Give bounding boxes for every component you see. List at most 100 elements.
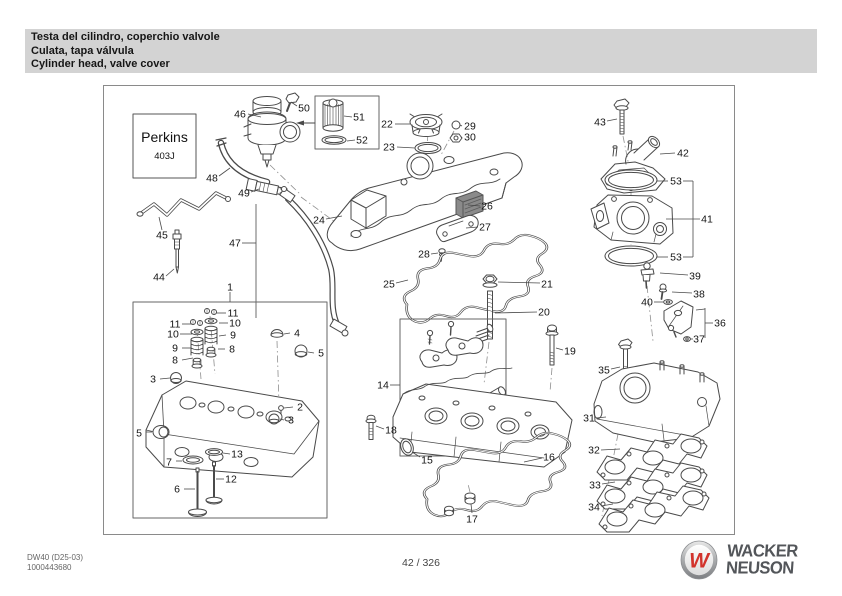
part-bolt-50 bbox=[285, 92, 300, 112]
callout-39: 39 bbox=[689, 271, 701, 283]
callout-leader-3 bbox=[279, 418, 285, 421]
part-plate-27 bbox=[436, 214, 479, 243]
callout-12: 12 bbox=[225, 474, 237, 486]
callout-32: 32 bbox=[588, 445, 600, 457]
part-ball-29 bbox=[451, 120, 461, 130]
wacker-neuson-badge-icon: W bbox=[680, 540, 718, 580]
callout-leader-17 bbox=[470, 503, 473, 514]
document-info: DW40 (D25-03) 1000443680 bbox=[27, 553, 83, 573]
engine-label-box: Perkins 403J bbox=[132, 113, 197, 179]
callout-leader-51 bbox=[343, 115, 353, 118]
callout-leader-27 bbox=[465, 226, 479, 229]
part-cylinder-head-center bbox=[392, 367, 573, 468]
callout-leader-23 bbox=[396, 146, 416, 149]
callout-22: 22 bbox=[381, 119, 393, 131]
callout-leader-33 bbox=[601, 481, 616, 485]
callout-leader-16 bbox=[523, 457, 543, 463]
part-breather-46 bbox=[243, 96, 301, 168]
callout-43: 43 bbox=[594, 117, 606, 129]
callout-53: 53 bbox=[670, 252, 682, 264]
assembly-axis-line-13 bbox=[276, 340, 280, 405]
callout-7: 7 bbox=[166, 457, 172, 469]
inset-arrowhead-icon bbox=[296, 120, 304, 126]
callout-27: 27 bbox=[479, 222, 491, 234]
part-collets-11 bbox=[190, 308, 217, 326]
callout-42: 42 bbox=[677, 148, 689, 160]
callout-leader-18 bbox=[375, 425, 385, 430]
callout-10: 10 bbox=[229, 318, 241, 330]
diagram-frame: Perkins 403J bbox=[103, 85, 735, 535]
part-plug-5-left bbox=[152, 425, 170, 439]
callout-35: 35 bbox=[598, 365, 610, 377]
callout-1: 1 bbox=[227, 282, 233, 294]
exploded-parts-diagram: Perkins 403J bbox=[132, 92, 726, 533]
svg-text:W: W bbox=[689, 550, 711, 573]
part-oring-15 bbox=[400, 438, 414, 456]
callout-25: 25 bbox=[383, 279, 395, 291]
callout-11: 11 bbox=[228, 308, 239, 320]
callout-leader-8 bbox=[181, 357, 194, 361]
callout-leader-25 bbox=[395, 279, 409, 284]
callout-9: 9 bbox=[172, 343, 178, 355]
part-bolt-38 bbox=[658, 283, 668, 300]
callout-40: 40 bbox=[641, 297, 653, 309]
part-valve-6 bbox=[188, 467, 207, 517]
callout-leader-31 bbox=[595, 416, 607, 419]
title-bar: Testa del cilindro, coperchio valvole Cu… bbox=[25, 29, 817, 73]
assembly-axis-line-11 bbox=[209, 315, 216, 375]
logo-word-1: WACKER bbox=[727, 541, 799, 560]
callout-leader-49 bbox=[250, 188, 260, 193]
callout-leader-9 bbox=[218, 334, 227, 337]
callout-4: 4 bbox=[294, 328, 300, 340]
part-bolt-2 bbox=[278, 405, 284, 414]
callout-37: 37 bbox=[693, 334, 705, 346]
callout-leader-26 bbox=[467, 204, 481, 207]
assembly-axis-line-0 bbox=[269, 164, 301, 195]
engine-brand: Perkins bbox=[141, 129, 188, 145]
part-foam-26 bbox=[455, 190, 484, 219]
part-nut-21 bbox=[482, 274, 498, 288]
part-seat-7 bbox=[182, 455, 204, 465]
assembly-axis-line-9 bbox=[549, 367, 553, 393]
engine-model: 403J bbox=[154, 151, 175, 162]
part-oring-53-top bbox=[604, 169, 658, 191]
part-filter-51 bbox=[322, 98, 344, 132]
callout-47: 47 bbox=[229, 238, 241, 250]
callout-30: 30 bbox=[464, 132, 476, 144]
part-oil-cap-22 bbox=[409, 113, 443, 137]
callout-leader-39 bbox=[659, 272, 689, 276]
callout-leader-4 bbox=[283, 332, 291, 335]
logo-word-2: NEUSON bbox=[726, 558, 795, 577]
callout-leader-28 bbox=[430, 252, 439, 255]
callout-31: 31 bbox=[583, 413, 595, 425]
callout-leader-19 bbox=[555, 347, 564, 351]
group-cylinder-head-1 bbox=[132, 301, 328, 519]
callout-17: 17 bbox=[466, 514, 478, 526]
part-bolt-19 bbox=[545, 324, 559, 366]
callout-34: 34 bbox=[588, 502, 600, 514]
callout-5: 5 bbox=[136, 428, 142, 440]
callout-33: 33 bbox=[589, 480, 601, 492]
callout-leader-46 bbox=[247, 113, 262, 118]
callout-leader-29 bbox=[459, 124, 463, 127]
callout-52: 52 bbox=[356, 135, 368, 147]
callout-28: 28 bbox=[418, 249, 430, 261]
part-nut-37 bbox=[683, 336, 691, 342]
part-bolt-43 bbox=[613, 98, 630, 135]
callout-leader-45 bbox=[158, 216, 163, 231]
callout-leader-3 bbox=[159, 377, 171, 380]
callout-45: 45 bbox=[156, 230, 168, 242]
part-nut-30 bbox=[449, 133, 463, 143]
part-tube-47 bbox=[279, 186, 349, 337]
callout-3: 3 bbox=[288, 415, 294, 427]
callout-leader-21 bbox=[497, 281, 541, 284]
callout-11: 11 bbox=[170, 319, 181, 331]
part-cup-plug-4 bbox=[270, 329, 284, 338]
callout-14: 14 bbox=[377, 380, 389, 392]
callout-leader-20 bbox=[494, 311, 538, 314]
callout-leader-50 bbox=[290, 101, 298, 107]
callout-leader-43 bbox=[606, 118, 618, 122]
callout-36: 36 bbox=[714, 318, 726, 330]
part-seat-13 bbox=[205, 448, 223, 456]
title-spanish: Culata, tapa válvula bbox=[31, 44, 134, 57]
